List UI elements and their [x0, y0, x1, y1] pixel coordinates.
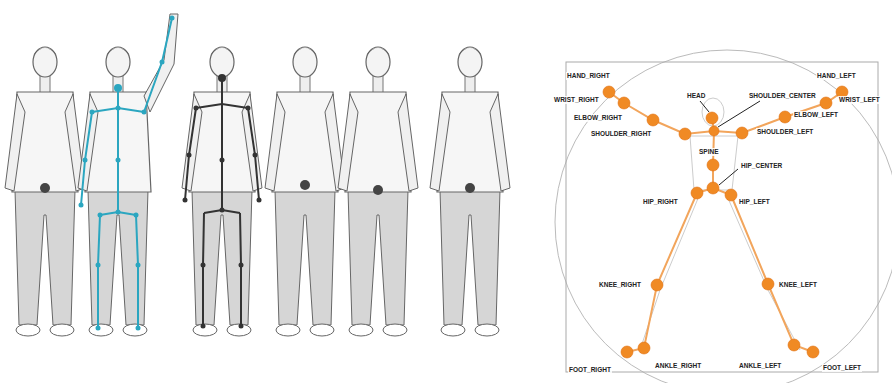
joint-label: FOOT_LEFT [822, 364, 862, 372]
joint-label: ANKLE_RIGHT [654, 362, 702, 370]
joint-label: HIP_CENTER [740, 162, 783, 170]
joint-label: HEAD [686, 92, 706, 100]
joint-label: ELBOW_RIGHT [573, 114, 623, 122]
joint-label: HIP_LEFT [738, 198, 771, 206]
joint-label: HAND_LEFT [816, 72, 857, 80]
joint-label: SHOULDER_CENTER [748, 92, 817, 100]
joint-label: KNEE_LEFT [778, 281, 818, 289]
joint-label: HAND_RIGHT [566, 72, 611, 80]
joint-label: KNEE_RIGHT [598, 281, 642, 289]
joint-label: WRIST_RIGHT [553, 96, 600, 104]
joint-label: SHOULDER_LEFT [756, 128, 814, 136]
joint-label: FOOT_RIGHT [568, 366, 612, 374]
joint-label: ANKLE_LEFT [738, 362, 782, 370]
joint-label: SPINE [698, 148, 720, 156]
joint-label: WRIST_LEFT [838, 96, 881, 104]
joint-label: SHOULDER_RIGHT [590, 130, 652, 138]
joint-label: HIP_RIGHT [642, 198, 679, 206]
joint-label: ELBOW_LEFT [793, 111, 839, 119]
